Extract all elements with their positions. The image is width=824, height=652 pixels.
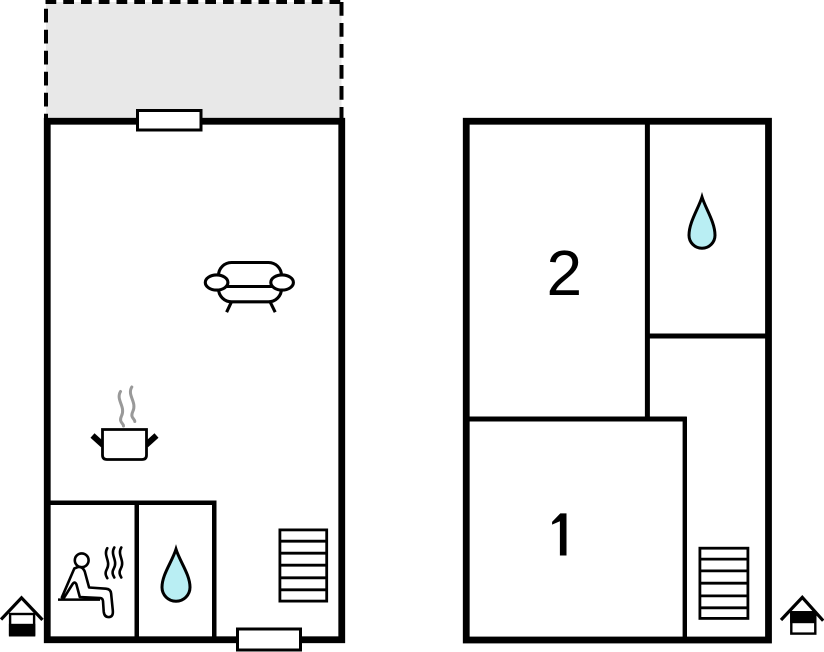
svg-text:2: 2 [547,237,583,309]
